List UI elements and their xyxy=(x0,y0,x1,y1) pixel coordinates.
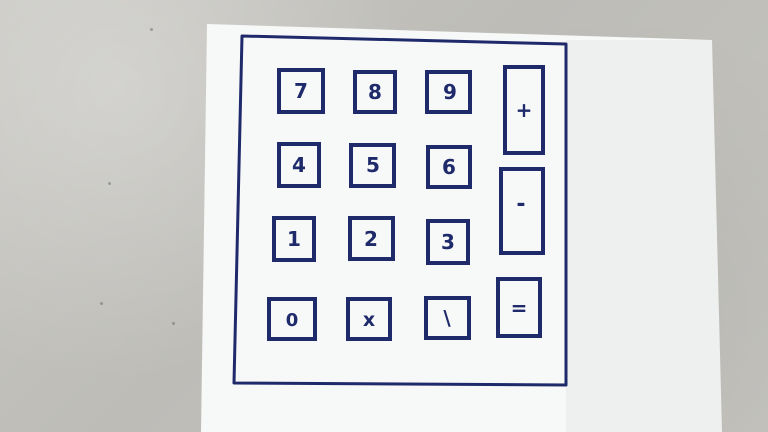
key-0-label: 0 xyxy=(286,310,299,331)
key-equals[interactable]: = xyxy=(496,277,542,338)
key-1[interactable]: 1 xyxy=(272,216,316,262)
key-minus-label: - xyxy=(516,192,525,217)
background-speck xyxy=(150,28,153,31)
paper-shading xyxy=(566,40,722,432)
key-3-label: 3 xyxy=(441,230,455,254)
keypad-frame xyxy=(232,34,568,387)
key-2[interactable]: 2 xyxy=(348,216,395,261)
key-divide[interactable]: \ xyxy=(424,296,471,340)
key-8-label: 8 xyxy=(368,80,382,104)
background-speck xyxy=(100,302,103,305)
key-multiply-label: x xyxy=(363,309,375,331)
key-1-label: 1 xyxy=(287,227,301,251)
key-4-label: 4 xyxy=(292,153,306,177)
key-minus[interactable]: - xyxy=(499,167,545,255)
key-6-label: 6 xyxy=(442,155,456,179)
key-7-label: 7 xyxy=(294,79,308,103)
key-3[interactable]: 3 xyxy=(426,219,470,265)
key-0[interactable]: 0 xyxy=(267,297,317,341)
key-8[interactable]: 8 xyxy=(353,70,397,114)
key-5[interactable]: 5 xyxy=(349,143,396,188)
key-multiply[interactable]: x xyxy=(346,297,392,341)
key-7[interactable]: 7 xyxy=(277,68,325,114)
background-speck xyxy=(172,322,175,325)
key-divide-label: \ xyxy=(443,306,451,330)
background-speck xyxy=(108,182,111,185)
key-equals-label: = xyxy=(511,296,528,320)
key-9[interactable]: 9 xyxy=(425,70,472,114)
key-2-label: 2 xyxy=(364,227,378,251)
key-plus-label: + xyxy=(516,98,533,122)
key-4[interactable]: 4 xyxy=(277,142,321,188)
key-plus[interactable]: + xyxy=(503,65,545,155)
paper-surface xyxy=(201,24,722,432)
key-9-label: 9 xyxy=(443,80,457,104)
key-5-label: 5 xyxy=(366,153,380,177)
key-6[interactable]: 6 xyxy=(426,145,472,189)
